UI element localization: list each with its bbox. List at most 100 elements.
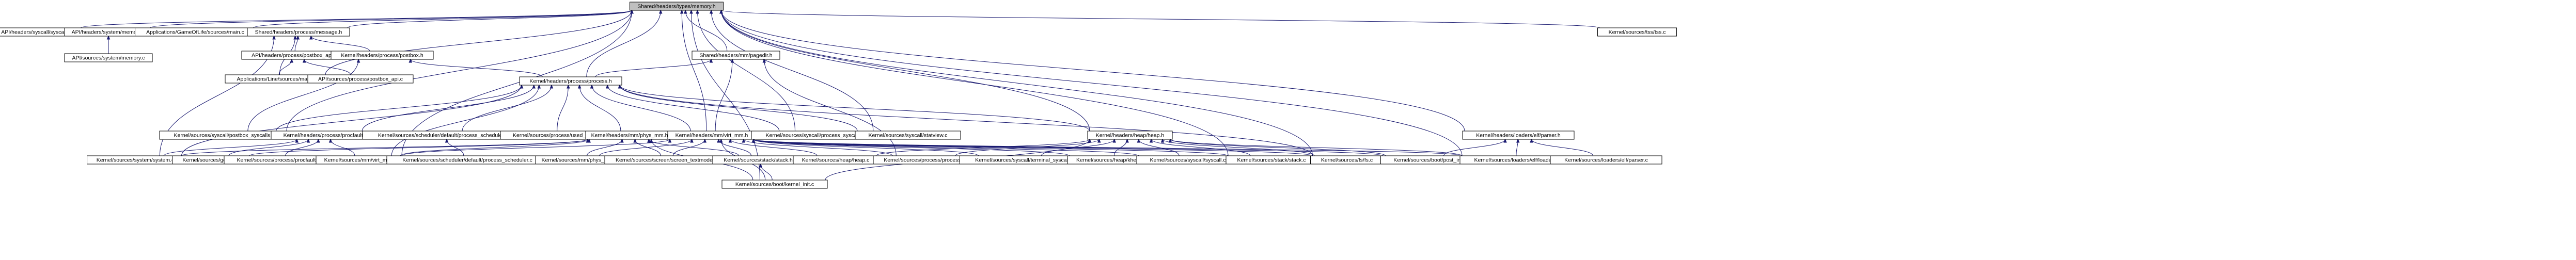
edge-k_physmm_h-to-k_process_h bbox=[579, 85, 621, 132]
edge-k_stack_h-to-k_physmm_h bbox=[649, 139, 740, 156]
node-apps-line[interactable]: Applications/Line/sources/main.c bbox=[225, 74, 328, 84]
edge-shared_message-to-root bbox=[347, 10, 632, 28]
node-label: Kernel/sources/boot/kernel_init.c bbox=[735, 182, 814, 188]
node-label: Kernel/sources/syscall/terminal_syscalls… bbox=[975, 157, 1076, 164]
node-apps-gol[interactable]: Applications/GameOfLife/sources/main.c bbox=[135, 27, 256, 37]
node-k-heap-h[interactable]: Kernel/headers/heap/heap.h bbox=[1087, 131, 1173, 140]
node-api-syscall[interactable]: API/headers/syscall/syscall.h bbox=[0, 27, 83, 37]
node-layer: Shared/headers/types/memory.hAPI/headers… bbox=[0, 2, 1677, 189]
node-k-sched-default[interactable]: Kernel/sources/scheduler/default/process… bbox=[386, 155, 548, 165]
edge-api_postbox_h-to-shared_message bbox=[294, 36, 298, 52]
node-box bbox=[630, 2, 724, 11]
node-k-terminal-sys[interactable]: Kernel/sources/syscall/terminal_syscalls… bbox=[960, 155, 1092, 165]
node-box bbox=[1597, 27, 1677, 37]
node-k-fs-c[interactable]: Kernel/sources/fs/fs.c bbox=[1310, 155, 1384, 165]
node-k-postbox-h[interactable]: Kernel/headers/process/postbox.h bbox=[331, 51, 434, 60]
node-label: API/sources/process/postbox_api.c bbox=[318, 76, 403, 83]
edge-k_elf_loader-to-k_heap_h bbox=[1170, 139, 1463, 156]
node-label: Kernel/sources/heap/heap.c bbox=[802, 157, 870, 164]
edge-k_system_c-to-k_physmm_h bbox=[181, 139, 588, 156]
node-k-procfault-h[interactable]: Kernel/headers/process/procfault.h bbox=[271, 131, 380, 140]
node-root: Shared/headers/types/memory.h bbox=[630, 2, 724, 11]
edge-shared_pagedir-to-root bbox=[685, 10, 728, 52]
edge-k_postbox_sys-to-k_process_h bbox=[276, 85, 522, 132]
node-k-process-h[interactable]: Kernel/headers/process/process.h bbox=[519, 76, 622, 86]
node-label: API/sources/system/memory.c bbox=[72, 55, 145, 61]
node-k-procfault-c[interactable]: Kernel/sources/process/procfault.c bbox=[224, 155, 333, 165]
node-label: API/headers/system/memory.h bbox=[72, 29, 146, 36]
node-label: Applications/GameOfLife/sources/main.c bbox=[146, 29, 244, 36]
node-label: Kernel/sources/stack/stack.h bbox=[724, 157, 793, 164]
node-k-sched-c[interactable]: Kernel/sources/scheduler/default/process… bbox=[362, 131, 524, 140]
node-label: Kernel/sources/screen/screen_textmode.c bbox=[616, 157, 717, 164]
edge-k_terminal_sys-to-k_heap_h bbox=[1041, 139, 1114, 156]
node-k-heap-c[interactable]: Kernel/sources/heap/heap.c bbox=[793, 155, 878, 165]
edge-k_stack_c-to-k_heap_h bbox=[1151, 139, 1251, 156]
node-label: Kernel/sources/scheduler/default/process… bbox=[378, 133, 508, 139]
node-box bbox=[519, 76, 622, 86]
edge-k_process_sys-to-k_process_h bbox=[607, 85, 780, 132]
node-label: Kernel/sources/fs/fs.c bbox=[1321, 157, 1373, 164]
node-k-elfparser-h[interactable]: Kernel/headers/loaders/elf/parser.h bbox=[1462, 131, 1575, 140]
node-box bbox=[1087, 131, 1173, 140]
node-shared-pagedir[interactable]: Shared/headers/mm/pagedir.h bbox=[692, 51, 780, 60]
edge-k_virtmm_h-to-root bbox=[682, 10, 707, 132]
node-k-process-c[interactable]: Kernel/sources/process/process.c bbox=[873, 155, 976, 165]
node-k-physmm-h[interactable]: Kernel/headers/mm/phys_mm.h bbox=[585, 131, 674, 140]
edge-k_physmm_c-to-k_physmm_h bbox=[587, 139, 622, 156]
node-k-tss[interactable]: Kernel/sources/tss/tss.c bbox=[1597, 27, 1677, 37]
node-label: API/headers/process/postbox_api.h bbox=[252, 53, 337, 59]
node-k-elf-loader[interactable]: Kernel/sources/loaders/elf/loader.c bbox=[1459, 155, 1572, 165]
node-label: Kernel/sources/syscall/postbox_syscalls.… bbox=[174, 133, 275, 139]
node-label: Applications/Line/sources/main.c bbox=[237, 76, 316, 83]
node-label: Kernel/headers/process/procfault.h bbox=[284, 133, 368, 139]
node-k-stack-h[interactable]: Kernel/sources/stack/stack.h bbox=[712, 155, 804, 165]
node-k-post-init[interactable]: Kernel/sources/boot/post_init.c bbox=[1380, 155, 1481, 165]
node-box bbox=[721, 180, 828, 189]
node-k-postbox-sys[interactable]: Kernel/sources/syscall/postbox_syscalls.… bbox=[159, 131, 289, 140]
node-k-system-c[interactable]: Kernel/sources/system/system.c bbox=[87, 155, 184, 165]
edge-k_process_h-to-k_postbox_h bbox=[411, 59, 543, 77]
node-k-statview[interactable]: Kernel/sources/syscall/statview.c bbox=[855, 131, 961, 140]
node-k-kernel-init[interactable]: Kernel/sources/boot/kernel_init.c bbox=[721, 180, 828, 189]
node-shared-message[interactable]: Shared/headers/process/message.h bbox=[247, 27, 350, 37]
node-box bbox=[331, 51, 434, 60]
node-k-elf-parser-c[interactable]: Kernel/sources/loaders/elf/parser.c bbox=[1550, 155, 1662, 165]
node-label: Kernel/sources/process/procfault.c bbox=[237, 157, 320, 164]
edge-k_procfault_h-to-k_process_h bbox=[362, 85, 534, 132]
node-label: Kernel/sources/boot/post_init.c bbox=[1393, 157, 1468, 164]
node-label: Kernel/sources/syscall/statview.c bbox=[869, 133, 948, 139]
node-label: Kernel/sources/mm/phys_mm.c bbox=[541, 157, 617, 164]
edge-k_process_c-to-k_heap_h bbox=[955, 139, 1099, 156]
edge-k_elf_parser_c-to-k_elfparser_h bbox=[1532, 139, 1593, 156]
node-api-sysmem-c[interactable]: API/sources/system/memory.c bbox=[64, 53, 153, 62]
edge-apps_gol-to-root bbox=[253, 10, 632, 28]
node-api-sysmem-h[interactable]: API/headers/system/memory.h bbox=[64, 27, 153, 37]
node-k-screen[interactable]: Kernel/sources/screen/screen_textmode.c bbox=[604, 155, 728, 165]
node-box bbox=[1462, 131, 1575, 140]
node-k-process-sys[interactable]: Kernel/sources/syscall/process_syscalls.… bbox=[751, 131, 881, 140]
edge-k_heap_h-to-k_process_h bbox=[620, 85, 1090, 132]
edge-api_postbox_c-to-api_postbox_h bbox=[304, 59, 351, 75]
node-api-postbox-c[interactable]: API/sources/process/postbox_api.c bbox=[307, 74, 414, 84]
node-k-stack-c[interactable]: Kernel/sources/stack/stack.c bbox=[1226, 155, 1317, 165]
edge-k_virtmm_c-to-k_procfault_h bbox=[331, 139, 355, 156]
node-k-pid-list[interactable]: Kernel/sources/process/used_list.c bbox=[500, 131, 609, 140]
edge-k_virtmm_c-to-k_process_h bbox=[391, 85, 539, 156]
node-k-kheap[interactable]: Kernel/sources/heap/kheap.c bbox=[1067, 155, 1156, 165]
edge-k_post_init-to-k_virtmm_h bbox=[753, 139, 1383, 156]
node-label: Kernel/sources/scheduler/default/process… bbox=[402, 157, 532, 164]
node-label: Kernel/sources/heap/kheap.c bbox=[1076, 157, 1146, 164]
node-api-postbox-h[interactable]: API/headers/process/postbox_api.h bbox=[241, 51, 348, 60]
node-k-virtmm-h[interactable]: Kernel/headers/mm/virt_mm.h bbox=[667, 131, 756, 140]
node-box bbox=[692, 51, 780, 60]
node-k-syscall-c[interactable]: Kernel/sources/syscall/syscall.c bbox=[1136, 155, 1239, 165]
edge-k_postbox_sys-to-k_postbox_h bbox=[247, 59, 358, 132]
node-label: Shared/headers/process/message.h bbox=[255, 29, 342, 36]
edge-k_gdt_c-to-k_physmm_h bbox=[249, 139, 588, 156]
edge-k_system_c-to-k_procfault_h bbox=[163, 139, 297, 156]
edge-k_physmm_c-to-k_virtmm_h bbox=[599, 139, 692, 156]
node-box bbox=[64, 53, 153, 62]
edge-k_process_h-to-shared_pagedir bbox=[595, 59, 711, 77]
